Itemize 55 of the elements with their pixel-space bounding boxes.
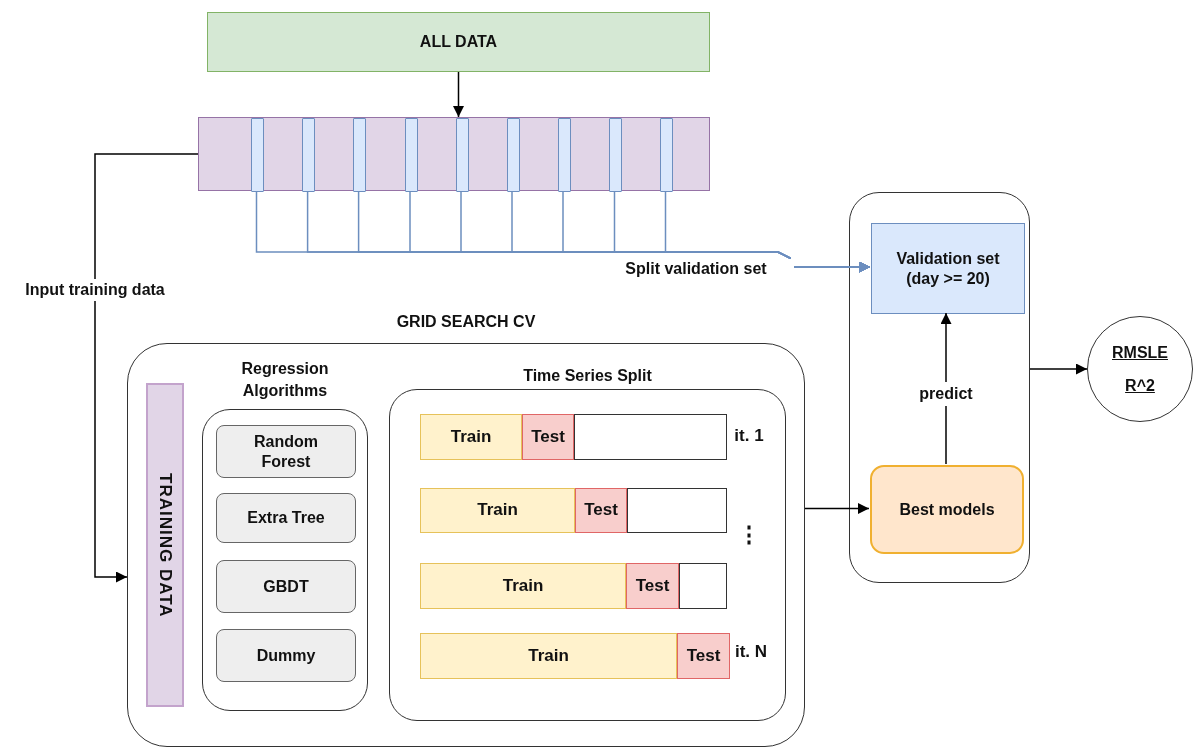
test-segment — [677, 633, 730, 679]
segment-label: Train — [528, 645, 569, 667]
segment-label: Test — [686, 645, 721, 667]
train-segment — [420, 563, 626, 609]
training-data-bar — [146, 383, 184, 707]
metric-label: R^2 — [1125, 376, 1155, 396]
box-label: Random Forest — [253, 432, 319, 471]
arrow — [1029, 363, 1088, 375]
algorithm-box — [216, 425, 356, 478]
box-label: Dummy — [256, 645, 316, 666]
container-heading: Time Series Split — [522, 366, 653, 386]
process-box — [870, 465, 1024, 554]
box-label: Extra Tree — [247, 508, 325, 528]
iteration-label: it. 1 — [733, 425, 765, 447]
segment-label: Train — [450, 426, 492, 448]
container-heading: GRID SEARCH CV — [395, 312, 537, 332]
test-segment — [626, 563, 679, 609]
box-label: Validation set (day >= 20) — [895, 249, 1001, 288]
validation-slice — [455, 118, 469, 192]
algorithm-box — [216, 493, 356, 543]
ellipsis-mark: ⋮ — [738, 521, 758, 549]
segment-label: Train — [502, 575, 544, 597]
arrow — [804, 503, 870, 514]
validation-slice — [251, 118, 264, 192]
train-segment — [420, 414, 522, 460]
validation-slice — [404, 118, 418, 192]
box-label: ALL DATA — [419, 32, 498, 52]
test-segment — [575, 488, 627, 533]
validation-slice — [353, 118, 367, 192]
validation-slice — [302, 118, 316, 192]
segment-label: Test — [584, 500, 618, 521]
train-segment — [420, 633, 677, 679]
segment-label: Train — [477, 500, 518, 521]
box-label: GBDT — [263, 576, 309, 597]
test-segment — [522, 414, 574, 460]
validation-slice — [506, 118, 520, 192]
algorithm-box — [216, 560, 356, 613]
validation-slice — [660, 118, 673, 192]
container-heading: Regression Algorithms — [240, 359, 330, 401]
iteration-label: it. N — [733, 641, 769, 663]
process-box — [871, 223, 1025, 314]
arrow — [94, 153, 199, 583]
train-segment — [420, 488, 575, 533]
box-label: Best models — [899, 499, 995, 520]
arrow — [453, 71, 464, 118]
algorithm-box — [216, 629, 356, 682]
data-box — [207, 12, 710, 72]
bar-label: TRAINING DATA — [155, 472, 176, 618]
validation-slice — [609, 118, 622, 192]
container-panel — [849, 192, 1030, 583]
data-strip — [198, 117, 710, 191]
validation-slice — [557, 118, 571, 192]
segment-label: Test — [531, 426, 565, 448]
segment-label: Test — [635, 575, 670, 597]
metric-label: RMSLE — [1112, 342, 1168, 362]
